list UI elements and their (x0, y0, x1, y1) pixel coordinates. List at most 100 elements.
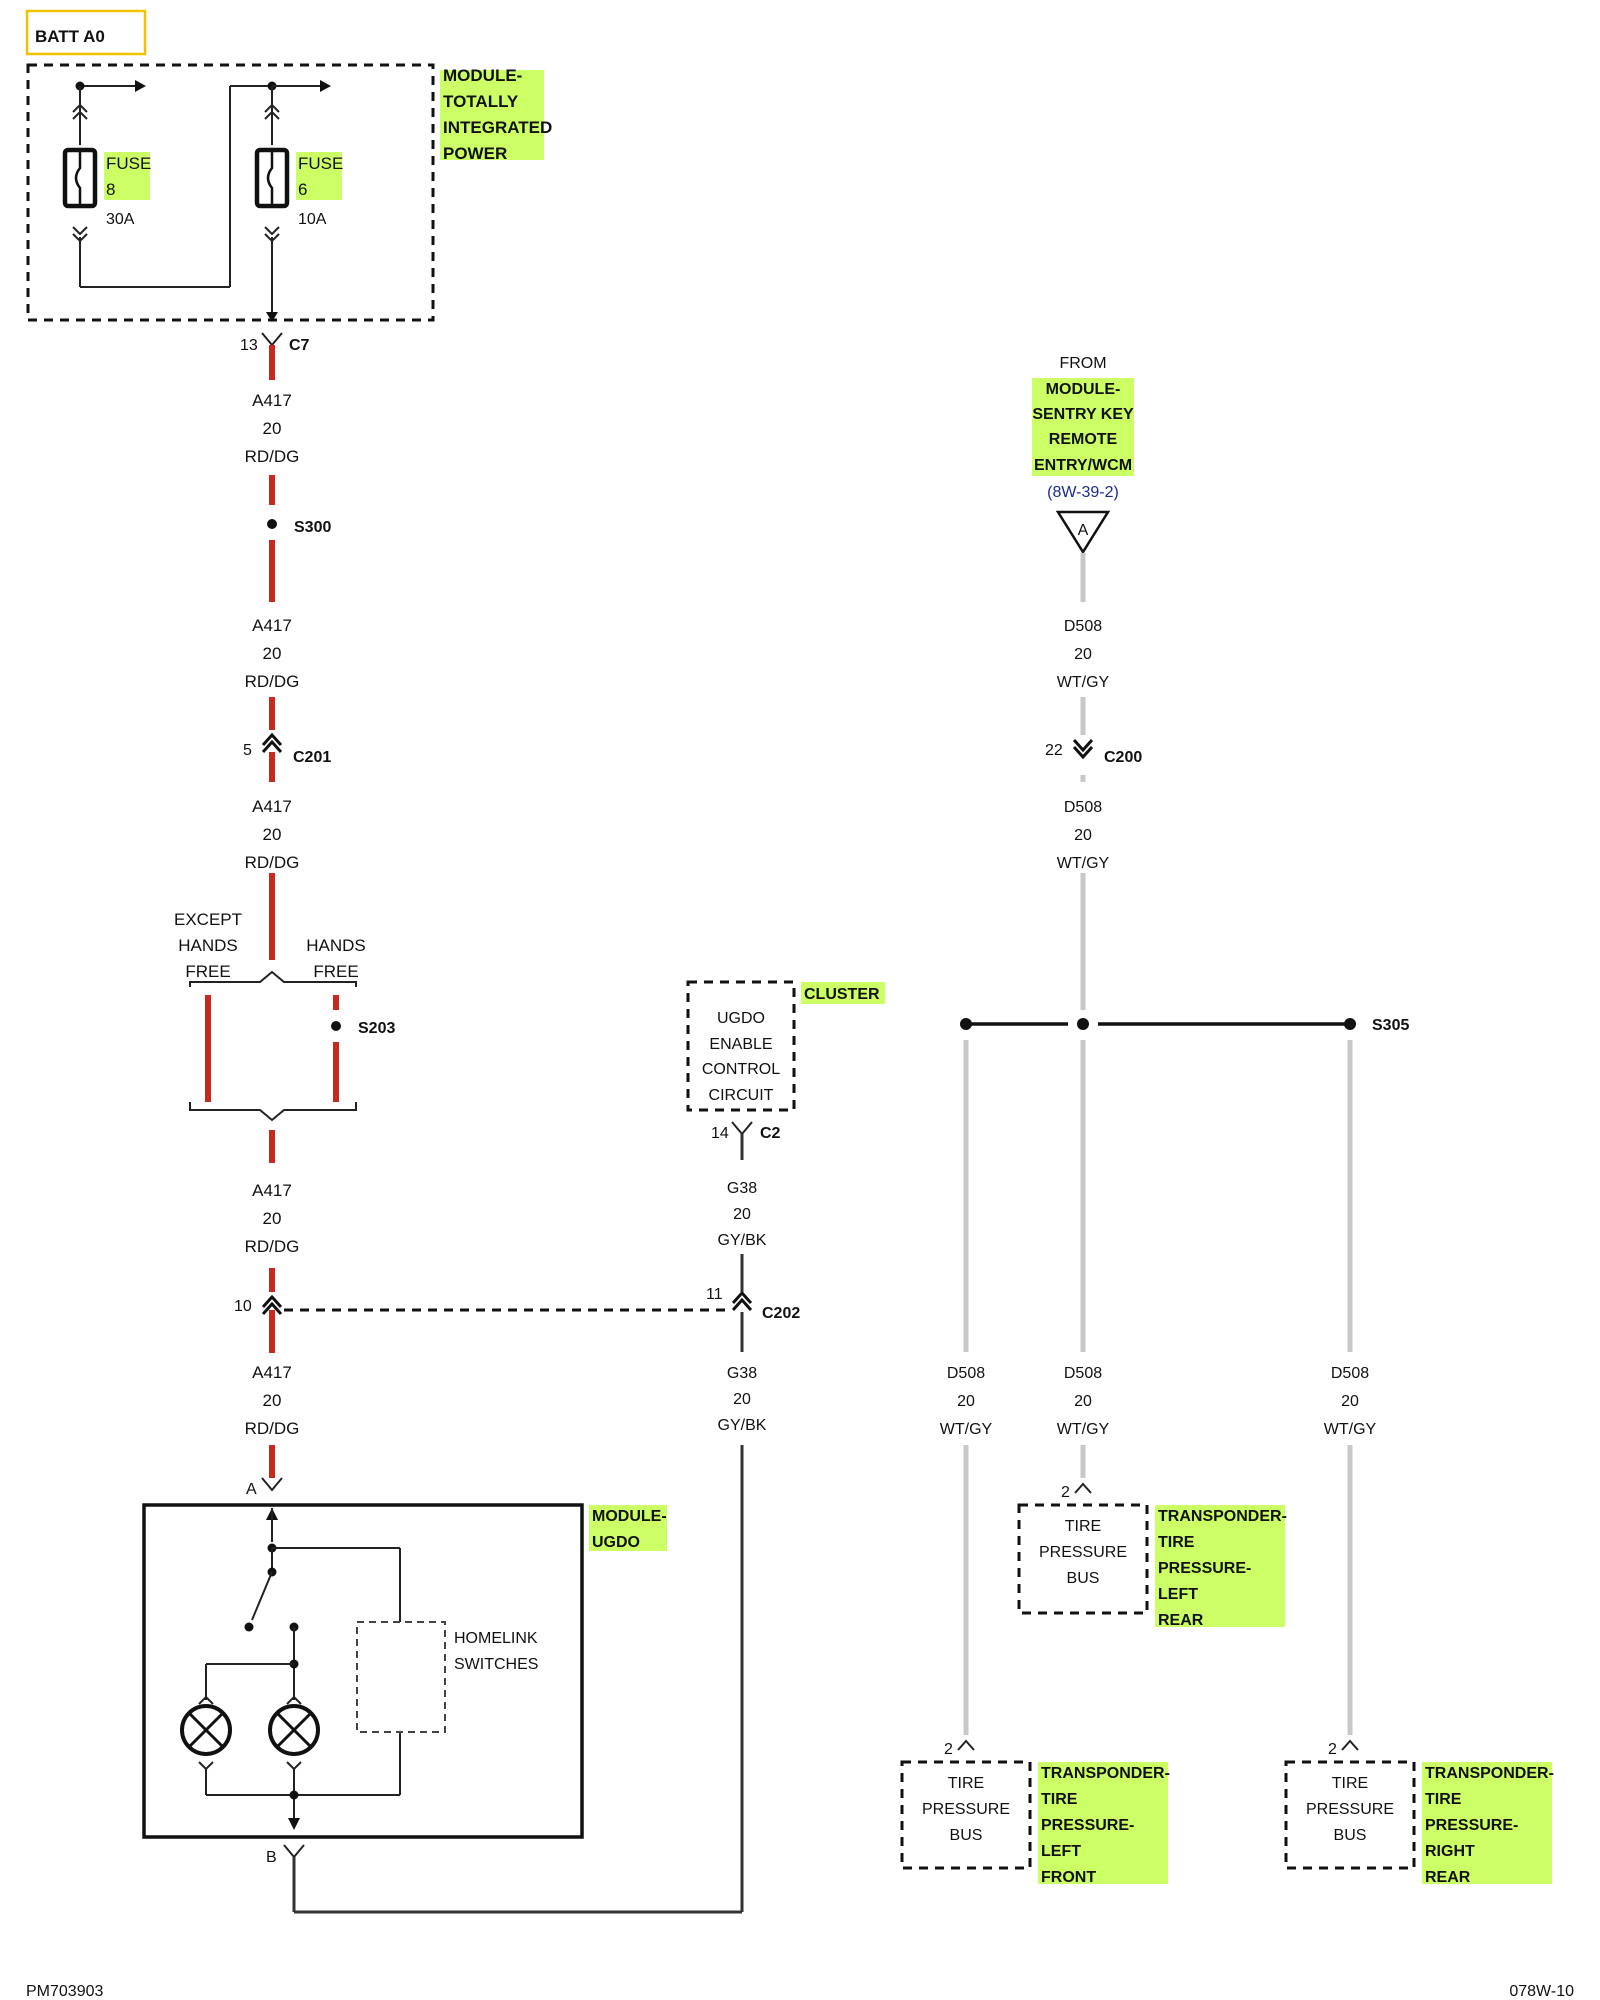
svg-text:TOTALLY: TOTALLY (443, 92, 519, 111)
svg-text:CONTROL: CONTROL (702, 1061, 780, 1078)
c2-connector-symbol (731, 1121, 753, 1136)
sentry-module-highlight (1032, 378, 1134, 476)
ugdo-pin-b-symbol (283, 1844, 305, 1859)
lr-tire-pressure-bus-box (1017, 1503, 1149, 1615)
sentry-module-reference-link[interactable]: (8W-39-2) (1047, 484, 1119, 501)
svg-text:TIRE: TIRE (1041, 1791, 1078, 1808)
fuse-8-number: 8 (106, 180, 115, 199)
svg-text:TIRE: TIRE (1332, 1775, 1368, 1792)
lf-tire-pressure-bus-box (900, 1760, 1032, 1870)
except-hands-free-label: EXCEPT HANDS FREE (174, 910, 242, 981)
fuse-6-highlight (296, 152, 342, 200)
svg-text:RD/DG: RD/DG (245, 447, 300, 466)
fuse-8-highlight (104, 152, 150, 200)
wire-d508 (963, 553, 1353, 1735)
svg-text:HANDS: HANDS (306, 936, 366, 955)
c202-connector-left (261, 1294, 283, 1316)
svg-text:PRESSURE-: PRESSURE- (1041, 1817, 1134, 1834)
svg-text:LEFT: LEFT (1158, 1586, 1198, 1603)
svg-text:G38: G38 (727, 1180, 757, 1197)
svg-text:TIRE: TIRE (1065, 1518, 1101, 1535)
c201-connector-symbol (261, 732, 283, 754)
svg-text:BUS: BUS (950, 1827, 983, 1844)
svg-text:WT/GY: WT/GY (1057, 1421, 1110, 1438)
svg-text:WT/GY: WT/GY (1057, 674, 1110, 691)
rr-tire-pressure-bus-box (1284, 1760, 1416, 1870)
wire-a417-label-1: A417 20 RD/DG (245, 391, 300, 466)
svg-text:EXCEPT: EXCEPT (174, 910, 242, 929)
svg-text:20: 20 (263, 419, 282, 438)
splice-s203: S203 (358, 1020, 395, 1037)
svg-text:MODULE-: MODULE- (1046, 381, 1121, 398)
wire-a417-label-5: A417 20 RD/DG (245, 1363, 300, 1438)
svg-text:TIRE: TIRE (948, 1775, 984, 1792)
c201-pin: 5 (243, 742, 252, 759)
svg-text:WT/GY: WT/GY (1057, 855, 1110, 872)
splice-s305-bus (960, 1018, 1356, 1030)
module-ugdo-label-2: UGDO (592, 1534, 640, 1551)
svg-text:PRESSURE-: PRESSURE- (1425, 1817, 1518, 1834)
ugdo-pin-a-symbol (261, 1477, 283, 1492)
module-ugdo-label-1: MODULE- (592, 1508, 667, 1525)
fuse-6 (254, 103, 290, 243)
wire-a417-label-2: A417 20 RD/DG (245, 616, 300, 691)
splice-s300: S300 (294, 519, 331, 536)
svg-text:G38: G38 (727, 1365, 757, 1382)
c202-connector-right (731, 1290, 753, 1312)
transponder-lr-label: TRANSPONDER- TIRE PRESSURE- LEFT REAR (1158, 1508, 1287, 1629)
branch-bracket-bottom (189, 1102, 357, 1122)
svg-text:A417: A417 (252, 1181, 292, 1200)
wire-g38 (292, 1134, 744, 1914)
svg-text:HANDS: HANDS (178, 936, 238, 955)
wire-d508-label-rr: D508 20 WT/GY (1324, 1365, 1377, 1438)
wire-g38-label-2: G38 20 GY/BK (718, 1365, 767, 1434)
svg-text:UGDO: UGDO (717, 1010, 765, 1027)
svg-text:TRANSPONDER-: TRANSPONDER- (1158, 1508, 1287, 1525)
ugdo-pin-a: A (246, 1481, 257, 1498)
svg-text:BUS: BUS (1334, 1827, 1367, 1844)
svg-text:GY/BK: GY/BK (718, 1232, 767, 1249)
svg-text:RD/DG: RD/DG (245, 853, 300, 872)
svg-text:20: 20 (1074, 1393, 1092, 1410)
svg-text:RIGHT: RIGHT (1425, 1843, 1475, 1860)
svg-text:TIRE: TIRE (1425, 1791, 1462, 1808)
svg-text:POWER: POWER (443, 144, 507, 163)
svg-text:CIRCUIT: CIRCUIT (709, 1087, 774, 1104)
svg-text:20: 20 (263, 1209, 282, 1228)
c202-name: C202 (762, 1305, 800, 1322)
svg-text:20: 20 (733, 1391, 751, 1408)
svg-text:D508: D508 (1331, 1365, 1369, 1382)
cluster-box (686, 980, 796, 1112)
lf-bus-pin: 2 (944, 1741, 953, 1758)
c202-pin-left: 10 (234, 1298, 252, 1315)
wire-a417-label-4: A417 20 RD/DG (245, 1181, 300, 1256)
fuse-8-rating: 30A (106, 211, 135, 228)
cluster-box-label: UGDO ENABLE CONTROL CIRCUIT (702, 1010, 780, 1104)
svg-text:INTEGRATED: INTEGRATED (443, 118, 552, 137)
transponder-lr-highlight (1155, 1505, 1285, 1627)
c7-pin: 13 (240, 337, 258, 354)
svg-text:ENABLE: ENABLE (709, 1036, 772, 1053)
lr-tire-pressure-bus-label: TIRE PRESSURE BUS (1039, 1518, 1127, 1587)
svg-text:RD/DG: RD/DG (245, 672, 300, 691)
svg-text:D508: D508 (1064, 618, 1102, 635)
svg-text:D508: D508 (1064, 799, 1102, 816)
svg-text:TRANSPONDER-: TRANSPONDER- (1425, 1765, 1554, 1782)
rr-bus-pin-symbol (1341, 1739, 1359, 1751)
svg-text:ENTRY/WCM: ENTRY/WCM (1034, 457, 1132, 474)
connector-a-label: A (1078, 522, 1089, 539)
lr-bus-pin: 2 (1061, 1484, 1070, 1501)
connector-a-triangle (1055, 510, 1111, 555)
fuse-6-number: 6 (298, 180, 307, 199)
c7-connector-symbol (261, 332, 283, 347)
svg-text:WT/GY: WT/GY (1324, 1421, 1377, 1438)
c7-name: C7 (289, 337, 310, 354)
svg-text:WT/GY: WT/GY (940, 1421, 993, 1438)
svg-text:GY/BK: GY/BK (718, 1417, 767, 1434)
fuse-6-rating: 10A (298, 211, 327, 228)
svg-text:TIRE: TIRE (1158, 1534, 1195, 1551)
batt-label-box (25, 9, 147, 56)
homelink-label-2: SWITCHES (454, 1656, 538, 1673)
transponder-rr-highlight (1422, 1762, 1552, 1884)
svg-text:MODULE-: MODULE- (443, 66, 522, 85)
